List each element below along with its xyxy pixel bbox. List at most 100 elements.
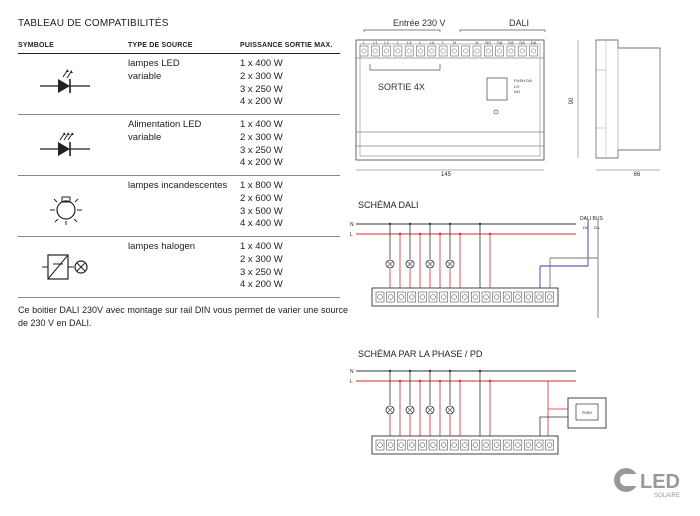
terminal-screw [451, 48, 457, 54]
terminal-slot [386, 439, 395, 451]
terminal-label: NO [485, 40, 491, 45]
terminal-slot [481, 291, 491, 303]
schema-dali-title: SCHÉMA DALI [358, 200, 419, 210]
junction-dot [488, 232, 492, 236]
schema-dali: SCHÉMA DALI N L DALI BUS DA DA [350, 200, 603, 318]
terminal-slot [545, 439, 554, 451]
terminal-screw [508, 48, 514, 54]
lamp-cross [406, 260, 414, 268]
table-row: Alimentation LED variable 1 x 400 W 2 x … [18, 114, 340, 176]
terminal-screw [462, 442, 468, 448]
terminal-screw [430, 294, 436, 300]
lamp-cross [386, 260, 394, 268]
header-power: PUISSANCE SORTIE MAX. [240, 42, 340, 54]
schema-phase: SCHÉMA PAR LA PHASE / PD N L PUSH [350, 349, 607, 455]
logo-brand: LED [640, 471, 680, 493]
terminal-label: DA [531, 40, 537, 45]
line-n-label: N [350, 369, 354, 375]
push-wire [539, 416, 568, 436]
terminal-screw [497, 48, 503, 54]
source-type-cell: lampes halogen [128, 236, 240, 298]
junction-dot [398, 232, 402, 236]
junction-dot [488, 379, 492, 383]
led-power-supply-icon [40, 132, 90, 156]
compatibility-table: SYMBOLE TYPE DE SOURCE PUISSANCE SORTIE … [18, 42, 340, 298]
symbol-cell [18, 236, 128, 298]
terminal-screw [416, 45, 425, 57]
junction-dot [448, 222, 452, 226]
lamp-cross [426, 406, 434, 414]
terminal-screw [515, 442, 521, 448]
terminal-slot [492, 439, 501, 451]
power-value: 3 x 500 W [240, 205, 283, 217]
terminal-screw [536, 294, 542, 300]
table-row: lampes LED variable 1 x 400 W 2 x 300 W … [18, 53, 340, 115]
terminal-screw [531, 48, 536, 54]
dali-bus-term: DA [594, 225, 600, 230]
terminal-screw [515, 294, 521, 300]
terminal-slot [386, 291, 395, 303]
push-label: PUSH [582, 411, 592, 415]
power-value: 3 x 250 W [240, 83, 283, 95]
terminal-screw [472, 442, 479, 448]
terminal-screw [372, 48, 378, 54]
terminal-label: L [397, 40, 400, 45]
incandescent-lamp-icon [50, 196, 82, 225]
dali-bus-label: DALI BUS [580, 216, 603, 222]
source-type-line: Alimentation LED [128, 119, 202, 130]
symbol-cell [18, 175, 128, 237]
terminal-screw [438, 45, 448, 57]
terminal-screw [461, 45, 471, 57]
terminal-label: L [363, 40, 366, 45]
power-value: 2 x 600 W [240, 192, 283, 204]
junction-dot [428, 369, 432, 373]
terminal-screw [418, 48, 423, 54]
power-value: 2 x 300 W [240, 253, 283, 265]
lamp-cross [386, 406, 394, 414]
terminal-slot [396, 291, 406, 303]
terminal-screw [474, 48, 480, 54]
power-value: 4 x 200 W [240, 279, 283, 291]
source-type-cell: Alimentation LED variable [128, 114, 240, 176]
terminal-slot [513, 291, 523, 303]
terminal-screw [398, 294, 404, 300]
switch-line: NO [514, 89, 520, 94]
terminal-label: DA [497, 40, 503, 45]
terminal-screw [398, 442, 404, 448]
terminal-screw [377, 294, 383, 300]
terminal-screw [483, 45, 493, 57]
terminal-screw [451, 442, 457, 448]
terminal-screw [506, 45, 516, 57]
terminal-slot [534, 439, 544, 451]
dali-bus-term: DA [583, 225, 589, 230]
terminal-screw [463, 48, 469, 54]
junction-dot [448, 369, 452, 373]
device-side-view: 90 66 [569, 39, 661, 178]
terminal-screw [504, 294, 510, 300]
symbol-cell [18, 114, 128, 176]
switch-line: LO [514, 84, 519, 89]
source-type-cell: lampes LED variable [128, 53, 240, 115]
terminal-label: DA [508, 40, 514, 45]
terminal-screw [395, 48, 401, 54]
terminal-screw [450, 45, 459, 57]
terminal-slot [418, 439, 427, 451]
terminal-screw [430, 442, 436, 448]
terminal-slot [513, 439, 523, 451]
switch-line: PUSH DA [514, 78, 532, 83]
terminal-slot [449, 291, 459, 303]
power-cell: 1 x 400 W 2 x 300 W 3 x 250 W 4 x 200 W [240, 114, 340, 176]
terminal-screw [404, 45, 414, 57]
junction-dot [408, 369, 412, 373]
terminal-screw [525, 294, 532, 300]
terminal-screw [409, 442, 415, 448]
terminal-slot [502, 439, 512, 451]
power-value: 4 x 400 W [240, 218, 283, 230]
terminal-screw [440, 294, 447, 300]
terminal-label: L3 [407, 40, 412, 45]
line-l-label: L [350, 232, 353, 238]
terminal-screw [493, 442, 500, 448]
